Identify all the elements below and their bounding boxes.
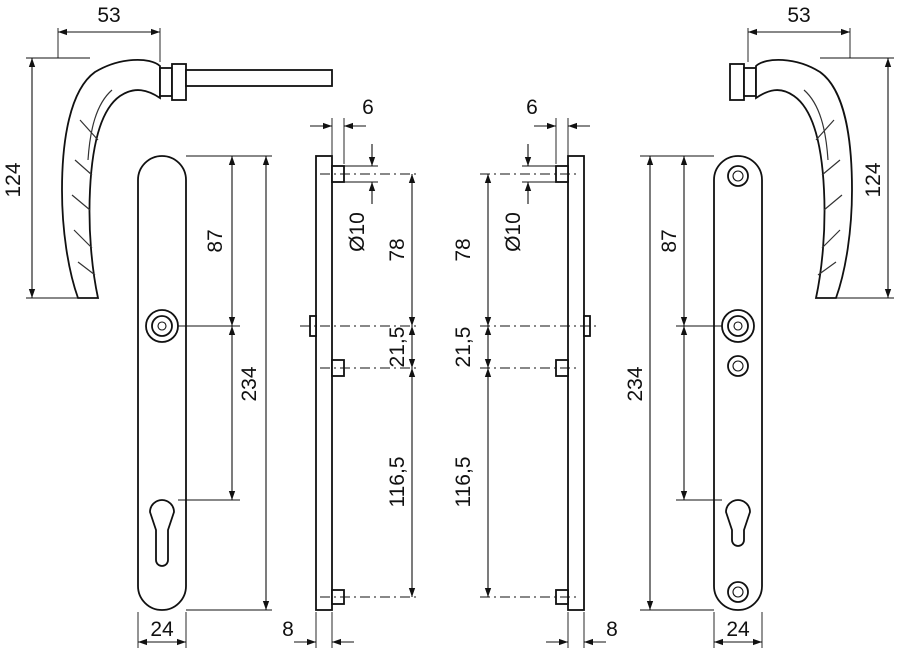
right-side-profile [555,155,591,611]
right-back-plate [713,155,763,611]
right-handle-width-dim: 53 [747,4,851,62]
left-plate-height-label: 234 [238,366,261,401]
right-back-plate-dims: 87 234 24 [624,155,763,648]
left-side-profile-dims: 6 Ø10 78 21,5 116,5 8 [282,96,420,648]
right-plate-width-label: 24 [726,618,750,641]
left-plate-width-label: 24 [150,618,174,641]
right-pin-diameter-label: Ø10 [502,212,525,252]
left-lower-spacing-label: 116,5 [386,457,409,508]
right-upper-distance-label: 87 [658,229,681,252]
right-lever-handle [729,58,853,299]
right-profile-thickness-label: 8 [606,618,618,641]
left-pin-diameter-label: Ø10 [346,212,369,252]
left-handle-width-dim: 53 [57,4,161,62]
right-side-profile-dims: 6 Ø10 78 21,5 116,5 8 [452,96,618,648]
right-axis-spacing-label: 21,5 [452,327,475,368]
left-axis-spacing-label: 21,5 [386,327,409,368]
right-plate-height-label: 234 [624,366,647,401]
left-handle-width-label: 53 [97,4,120,27]
left-handle-height-label: 124 [2,162,25,197]
left-pin-to-axis-label: 78 [386,238,409,261]
left-front-plate-dims: 87 234 24 [137,155,272,648]
left-profile-thickness-label: 8 [282,618,294,641]
right-pin-to-axis-label: 78 [452,238,475,261]
left-lever-handle [61,58,333,299]
left-side-profile [309,155,345,611]
right-handle-width-label: 53 [787,4,810,27]
left-pin-offset-label: 6 [362,96,374,119]
left-upper-distance-label: 87 [204,229,227,252]
left-handle-height-dim: 124 [2,57,90,299]
right-handle-height-dim: 124 [820,57,894,299]
right-pin-offset-label: 6 [526,96,538,119]
right-handle-height-label: 124 [862,162,885,197]
right-lower-spacing-label: 116,5 [452,457,475,508]
left-front-plate [137,155,187,611]
